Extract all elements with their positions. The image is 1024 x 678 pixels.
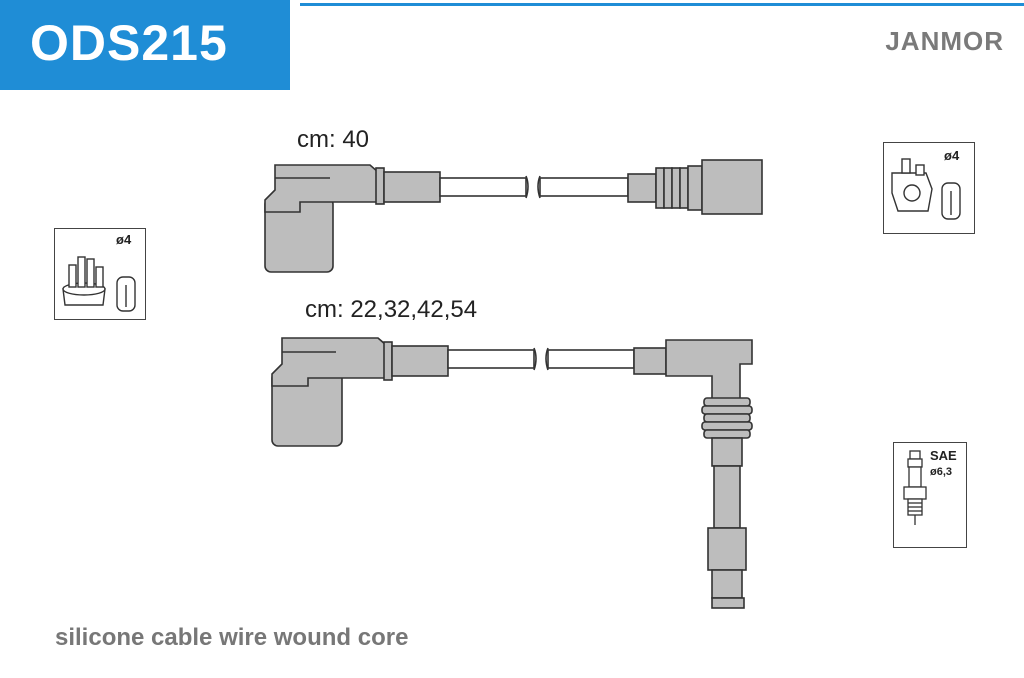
spark-plug-standard: SAE bbox=[930, 448, 957, 463]
distributor-right-diameter: ø4 bbox=[944, 148, 960, 163]
cable-2-wire-right bbox=[547, 349, 635, 369]
header-rule bbox=[300, 3, 1024, 6]
product-code-banner: ODS215 bbox=[0, 0, 290, 90]
cable-1 bbox=[264, 159, 763, 273]
brand-name: JANMOR bbox=[885, 26, 1004, 56]
distributor-cap-icon bbox=[62, 256, 136, 312]
footer-description: silicone cable wire wound core bbox=[55, 624, 409, 651]
cable-1-left-boot bbox=[264, 164, 441, 273]
distributor-housing-icon bbox=[891, 158, 961, 220]
cable-2-wire-left bbox=[447, 349, 535, 369]
distributor-cap-icon-right bbox=[883, 142, 975, 234]
product-code: ODS215 bbox=[30, 15, 228, 71]
distributor-cap-icon-left bbox=[54, 228, 146, 320]
cable-1-right-boot bbox=[627, 159, 763, 215]
cable-2-plug-boot bbox=[633, 339, 753, 609]
spark-plug-box bbox=[893, 442, 967, 548]
cable-1-wire-left bbox=[439, 177, 527, 197]
distributor-left-diameter: ø4 bbox=[116, 232, 132, 247]
cable-1-wire-right bbox=[539, 177, 629, 197]
cable-1-length-label: cm: 40 bbox=[297, 126, 370, 153]
cable-2-left-boot bbox=[271, 337, 449, 447]
spark-plug-diameter: ø6,3 bbox=[930, 466, 953, 478]
cable-2 bbox=[271, 337, 753, 609]
cable-2-length-label: cm: 22,32,42,54 bbox=[305, 296, 478, 323]
spark-plug-icon bbox=[903, 450, 927, 525]
